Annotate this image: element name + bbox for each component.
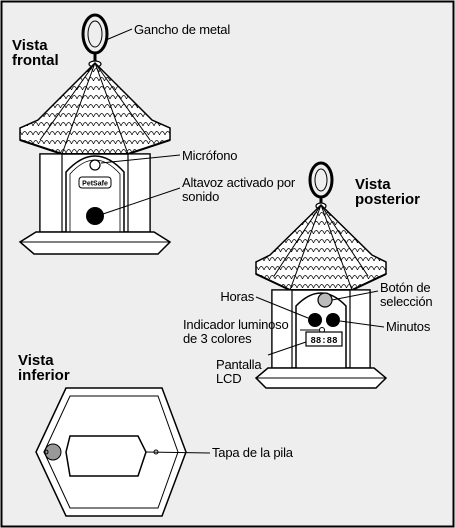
- bottom-view: [35, 387, 187, 517]
- back-view-title: Vista posterior: [355, 176, 421, 208]
- front-view-house: PetSafe: [18, 13, 172, 255]
- label-metal-hook: Gancho de metal: [134, 22, 231, 37]
- label-microphone: Micrófono: [182, 148, 238, 163]
- lcd-readout: 88:88: [310, 336, 337, 346]
- label-select-button: Botón de selección: [380, 280, 433, 309]
- front-logo-plate: [78, 176, 112, 189]
- back-minutes-button: [326, 313, 340, 327]
- front-microphone: [89, 159, 101, 171]
- label-speaker: Altavoz activado por sonido: [182, 175, 296, 204]
- front-view-title: Vista frontal: [12, 37, 59, 69]
- label-lcd-screen: Pantalla LCD: [216, 357, 262, 386]
- leader-lines: [100, 28, 385, 454]
- label-battery-cover: Tapa de la pila: [212, 445, 293, 460]
- back-lcd: [305, 331, 343, 347]
- front-logo: PetSafe: [82, 181, 108, 188]
- label-minutes: Minutos: [386, 319, 431, 334]
- front-speaker: [86, 207, 104, 225]
- bottom-view-title: Vista inferior: [18, 352, 70, 384]
- back-hours-button: [308, 313, 322, 327]
- label-indicator: Indicador luminoso de 3 colores: [183, 317, 289, 346]
- back-view-house: 88:88: [254, 161, 388, 389]
- back-select-button: [317, 292, 333, 308]
- battery-cover: [65, 435, 147, 477]
- label-hours: Horas: [220, 289, 254, 304]
